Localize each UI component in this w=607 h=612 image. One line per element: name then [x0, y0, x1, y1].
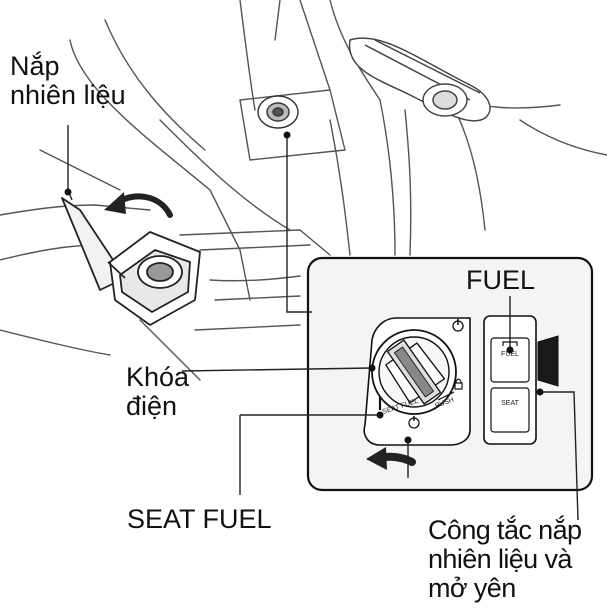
- switch-knob[interactable]: [538, 336, 558, 386]
- ignition-label-line2: điện: [126, 392, 189, 421]
- seat-button-text[interactable]: SEAT: [501, 400, 519, 407]
- seat-fuel-label: SEAT FUEL: [127, 505, 272, 534]
- fuel-cap-label: Nắp nhiên liệu: [10, 52, 126, 110]
- ignition-label: Khóa điện: [126, 363, 189, 421]
- fuel-cap-label-line1: Nắp: [10, 52, 126, 81]
- switch-label-line1: Công tắc nắp: [428, 516, 581, 545]
- ignition-switch: [364, 318, 470, 445]
- switch-label-line3: mở yên: [428, 574, 581, 603]
- fuel-cap-label-line2: nhiên liệu: [10, 81, 126, 110]
- handlebar-grip: [350, 38, 490, 121]
- fuel-filler-neck: [258, 96, 298, 128]
- switch-label: Công tắc nắp nhiên liệu và mở yên: [428, 516, 581, 603]
- fuel-lid-open: [62, 198, 200, 325]
- fuel-label: FUEL: [466, 266, 535, 295]
- switch-label-line2: nhiên liệu và: [428, 545, 581, 574]
- ignition-label-line1: Khóa: [126, 363, 189, 392]
- lid-open-arrow: [104, 192, 170, 215]
